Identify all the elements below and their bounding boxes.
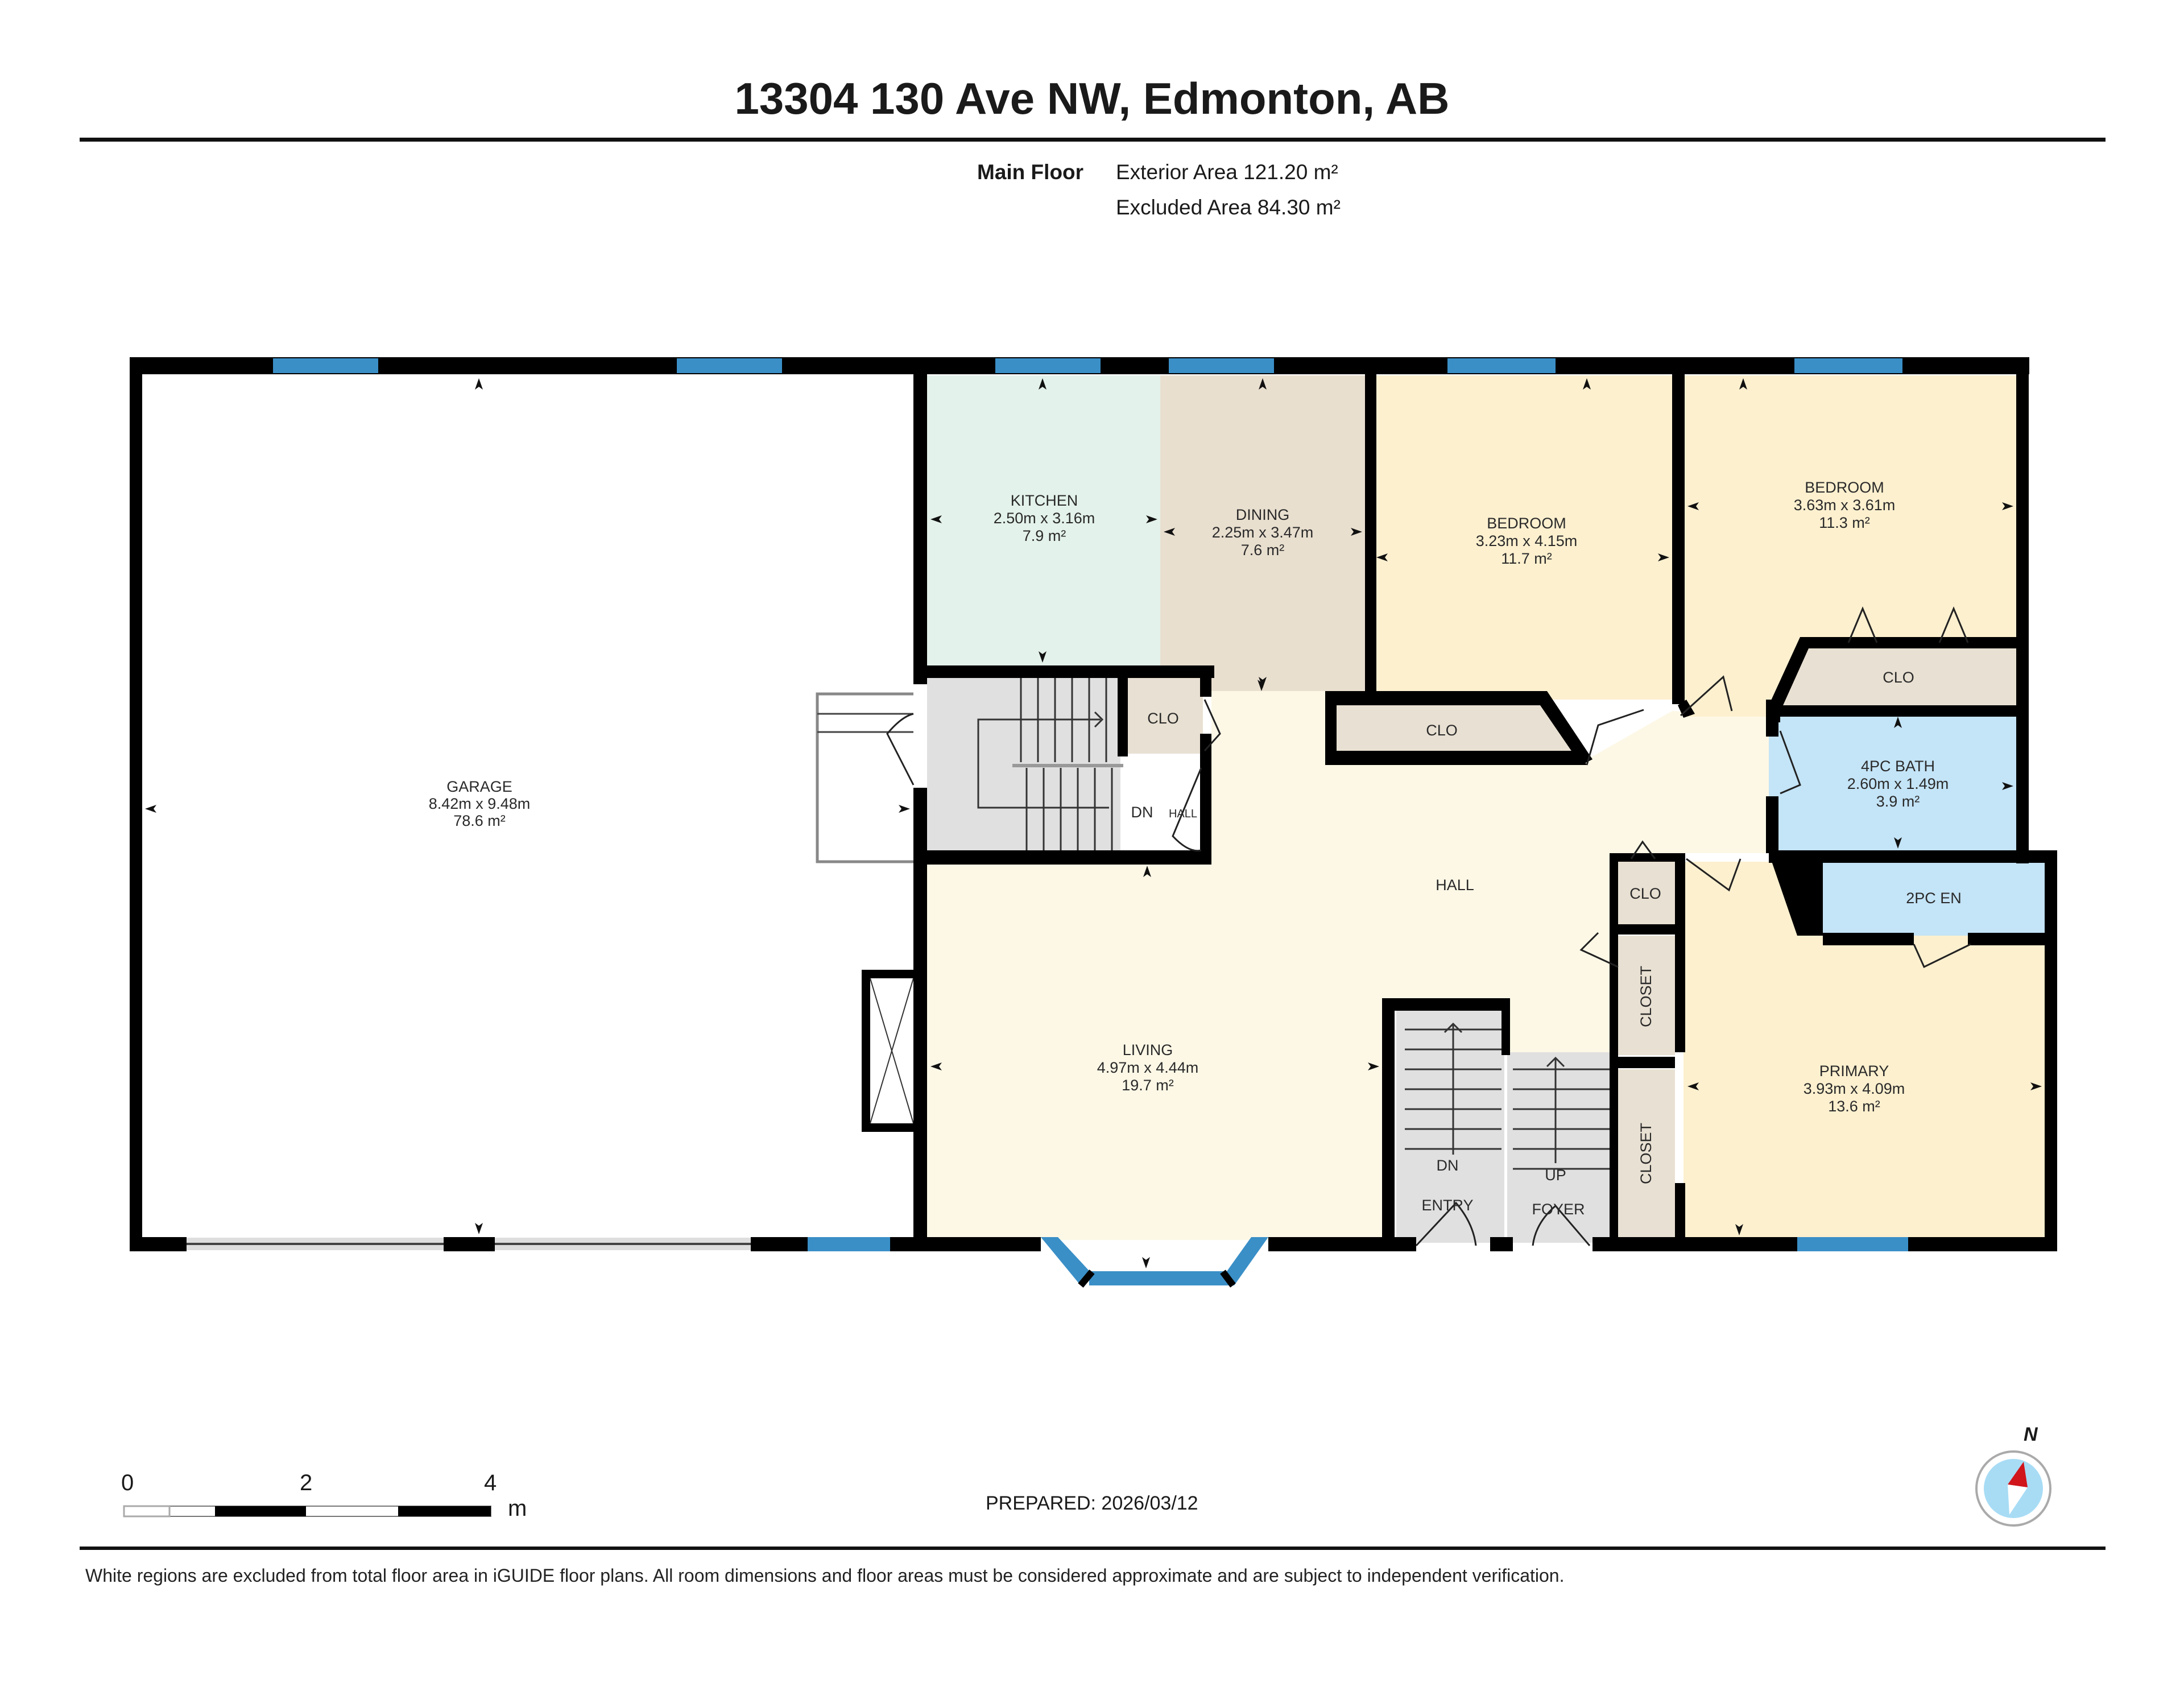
- door-swings: [886, 606, 1971, 1247]
- area-values: Exterior Area 121.20 m² Excluded Area 84…: [1116, 155, 1457, 225]
- svg-text:2PC EN: 2PC EN: [1906, 890, 1962, 907]
- garage-doors: [187, 1238, 751, 1250]
- room-bedroom-1: BEDROOM 3.23m x 4.15m 11.7 m²: [1476, 515, 1578, 567]
- room-kitchen: KITCHEN 2.50m x 3.16m 7.9 m²: [994, 492, 1095, 544]
- scale-tick-2: 2: [300, 1470, 313, 1495]
- svg-text:3.63m x 3.61m: 3.63m x 3.61m: [1794, 497, 1896, 514]
- window: [677, 358, 782, 373]
- bath4pc-fill: [1769, 714, 2016, 853]
- room-clo-bed1: CLO: [1426, 722, 1458, 739]
- excluded-area: Excluded Area 84.30 m²: [1116, 196, 1341, 219]
- svg-text:BEDROOM: BEDROOM: [1805, 479, 1884, 496]
- room-garage: GARAGE 8.42m x 9.48m 78.6 m²: [429, 778, 531, 829]
- bedroom1-fill: [1374, 375, 1672, 700]
- svg-text:8.42m x 9.48m: 8.42m x 9.48m: [429, 795, 531, 812]
- walls: [130, 357, 2057, 1251]
- disclaimer-text: White regions are excluded from total fl…: [85, 1565, 1565, 1586]
- svg-text:7.6 m²: 7.6 m²: [1241, 541, 1285, 559]
- svg-text:3.9 m²: 3.9 m²: [1876, 793, 1920, 810]
- page-title: 13304 130 Ave NW, Edmonton, AB: [734, 73, 1450, 123]
- room-clo-bed2: CLO: [1883, 669, 1914, 686]
- fireplace: [862, 970, 919, 1132]
- scale-unit: m: [508, 1496, 527, 1521]
- svg-text:PRIMARY: PRIMARY: [1819, 1062, 1889, 1080]
- closet-upper-fill: [1618, 936, 1675, 1055]
- svg-text:KITCHEN: KITCHEN: [1011, 492, 1078, 509]
- clo-hall-fill: [1618, 862, 1678, 924]
- window: [1169, 358, 1274, 373]
- window: [1797, 1237, 1908, 1251]
- window: [1447, 358, 1556, 373]
- svg-text:3.23m x 4.15m: 3.23m x 4.15m: [1476, 532, 1578, 549]
- svg-text:3.93m x 4.09m: 3.93m x 4.09m: [1804, 1080, 1905, 1097]
- bay-window: [1041, 1237, 1095, 1285]
- room-4pc-bath: 4PC BATH 2.60m x 1.49m 3.9 m²: [1847, 758, 1949, 810]
- room-labels: GARAGE 8.42m x 9.48m 78.6 m² KITCHEN 2.5…: [429, 479, 1962, 1218]
- room-clo-hall: CLO: [1629, 885, 1661, 902]
- closet-lower-fill: [1618, 1069, 1675, 1237]
- floor-label: Main Floor: [977, 160, 1084, 184]
- room-clo-stair: CLO: [1147, 710, 1179, 727]
- svg-text:LIVING: LIVING: [1123, 1041, 1173, 1058]
- dimension-markers: [145, 378, 2042, 1268]
- footer-divider: [80, 1547, 2106, 1550]
- room-closet-lower: CLOSET: [1637, 1123, 1654, 1184]
- room-fills: [927, 375, 2048, 1243]
- svg-text:13.6 m²: 13.6 m²: [1828, 1098, 1880, 1115]
- stair-foyer-up: UP: [1545, 1167, 1566, 1184]
- room-bedroom-2: BEDROOM 3.63m x 3.61m 11.3 m²: [1794, 479, 1896, 531]
- svg-text:78.6 m²: 78.6 m²: [453, 812, 506, 829]
- header-divider: [80, 138, 2106, 142]
- svg-text:4.97m x 4.44m: 4.97m x 4.44m: [1097, 1059, 1199, 1076]
- stair-hall-label: HALL: [1169, 808, 1197, 820]
- svg-text:4PC BATH: 4PC BATH: [1861, 758, 1935, 775]
- north-compass-icon: [1975, 1450, 2051, 1527]
- stair-entry-fill: [1396, 1010, 1504, 1243]
- svg-text:BEDROOM: BEDROOM: [1487, 515, 1566, 532]
- svg-text:7.9 m²: 7.9 m²: [1023, 527, 1066, 544]
- window: [273, 358, 378, 373]
- dining-fill: [1160, 375, 1365, 691]
- stair-foyer-label: FOYER: [1532, 1201, 1585, 1218]
- kitchen-fill: [927, 375, 1160, 668]
- window: [995, 358, 1101, 373]
- stair-entry-dn: DN: [1437, 1157, 1459, 1174]
- room-closet-upper: CLOSET: [1637, 966, 1654, 1027]
- scale-bar: [123, 1505, 491, 1518]
- hall-fill: [927, 691, 1769, 1240]
- room-2pc-ensuite: 2PC EN: [1906, 890, 1962, 907]
- room-primary: PRIMARY 3.93m x 4.09m 13.6 m²: [1804, 1062, 1905, 1115]
- svg-text:2.25m x 3.47m: 2.25m x 3.47m: [1212, 524, 1314, 541]
- room-living: LIVING 4.97m x 4.44m 19.7 m²: [1097, 1041, 1199, 1094]
- prepared-date: PREPARED: 2026/03/12: [986, 1492, 1198, 1514]
- ensuite-fill: [1823, 862, 2048, 936]
- clo-bed1-fill: [1337, 705, 1581, 754]
- svg-text:2.50m x 3.16m: 2.50m x 3.16m: [994, 510, 1095, 527]
- bay-window: [1223, 1237, 1268, 1285]
- exterior-landing: [816, 692, 913, 863]
- window: [1794, 358, 1902, 373]
- room-hall: HALL: [1436, 876, 1474, 894]
- window: [808, 1237, 890, 1251]
- clo-bed2-fill: [1780, 648, 2016, 705]
- stair-entry-label: ENTRY: [1421, 1197, 1473, 1214]
- clo-stair-fill: [1123, 671, 1203, 754]
- exterior-area: Exterior Area 121.20 m²: [1116, 160, 1338, 184]
- windows: [273, 358, 1908, 1288]
- svg-text:19.7 m²: 19.7 m²: [1122, 1077, 1174, 1094]
- room-dining: DINING 2.25m x 3.47m 7.6 m²: [1212, 506, 1314, 559]
- scale-tick-0: 0: [121, 1470, 134, 1495]
- svg-text:DINING: DINING: [1236, 506, 1290, 523]
- bay-window: [1089, 1271, 1234, 1285]
- svg-text:GARAGE: GARAGE: [446, 778, 512, 795]
- scale-tick-4: 4: [484, 1470, 497, 1495]
- compass-north-label: N: [2024, 1424, 2038, 1445]
- svg-text:11.3 m²: 11.3 m²: [1819, 514, 1870, 531]
- stair-hall-dn: DN: [1131, 804, 1153, 821]
- stair-treads: [977, 677, 1610, 1170]
- svg-text:11.7 m²: 11.7 m²: [1501, 550, 1552, 567]
- svg-text:2.60m x 1.49m: 2.60m x 1.49m: [1847, 775, 1949, 792]
